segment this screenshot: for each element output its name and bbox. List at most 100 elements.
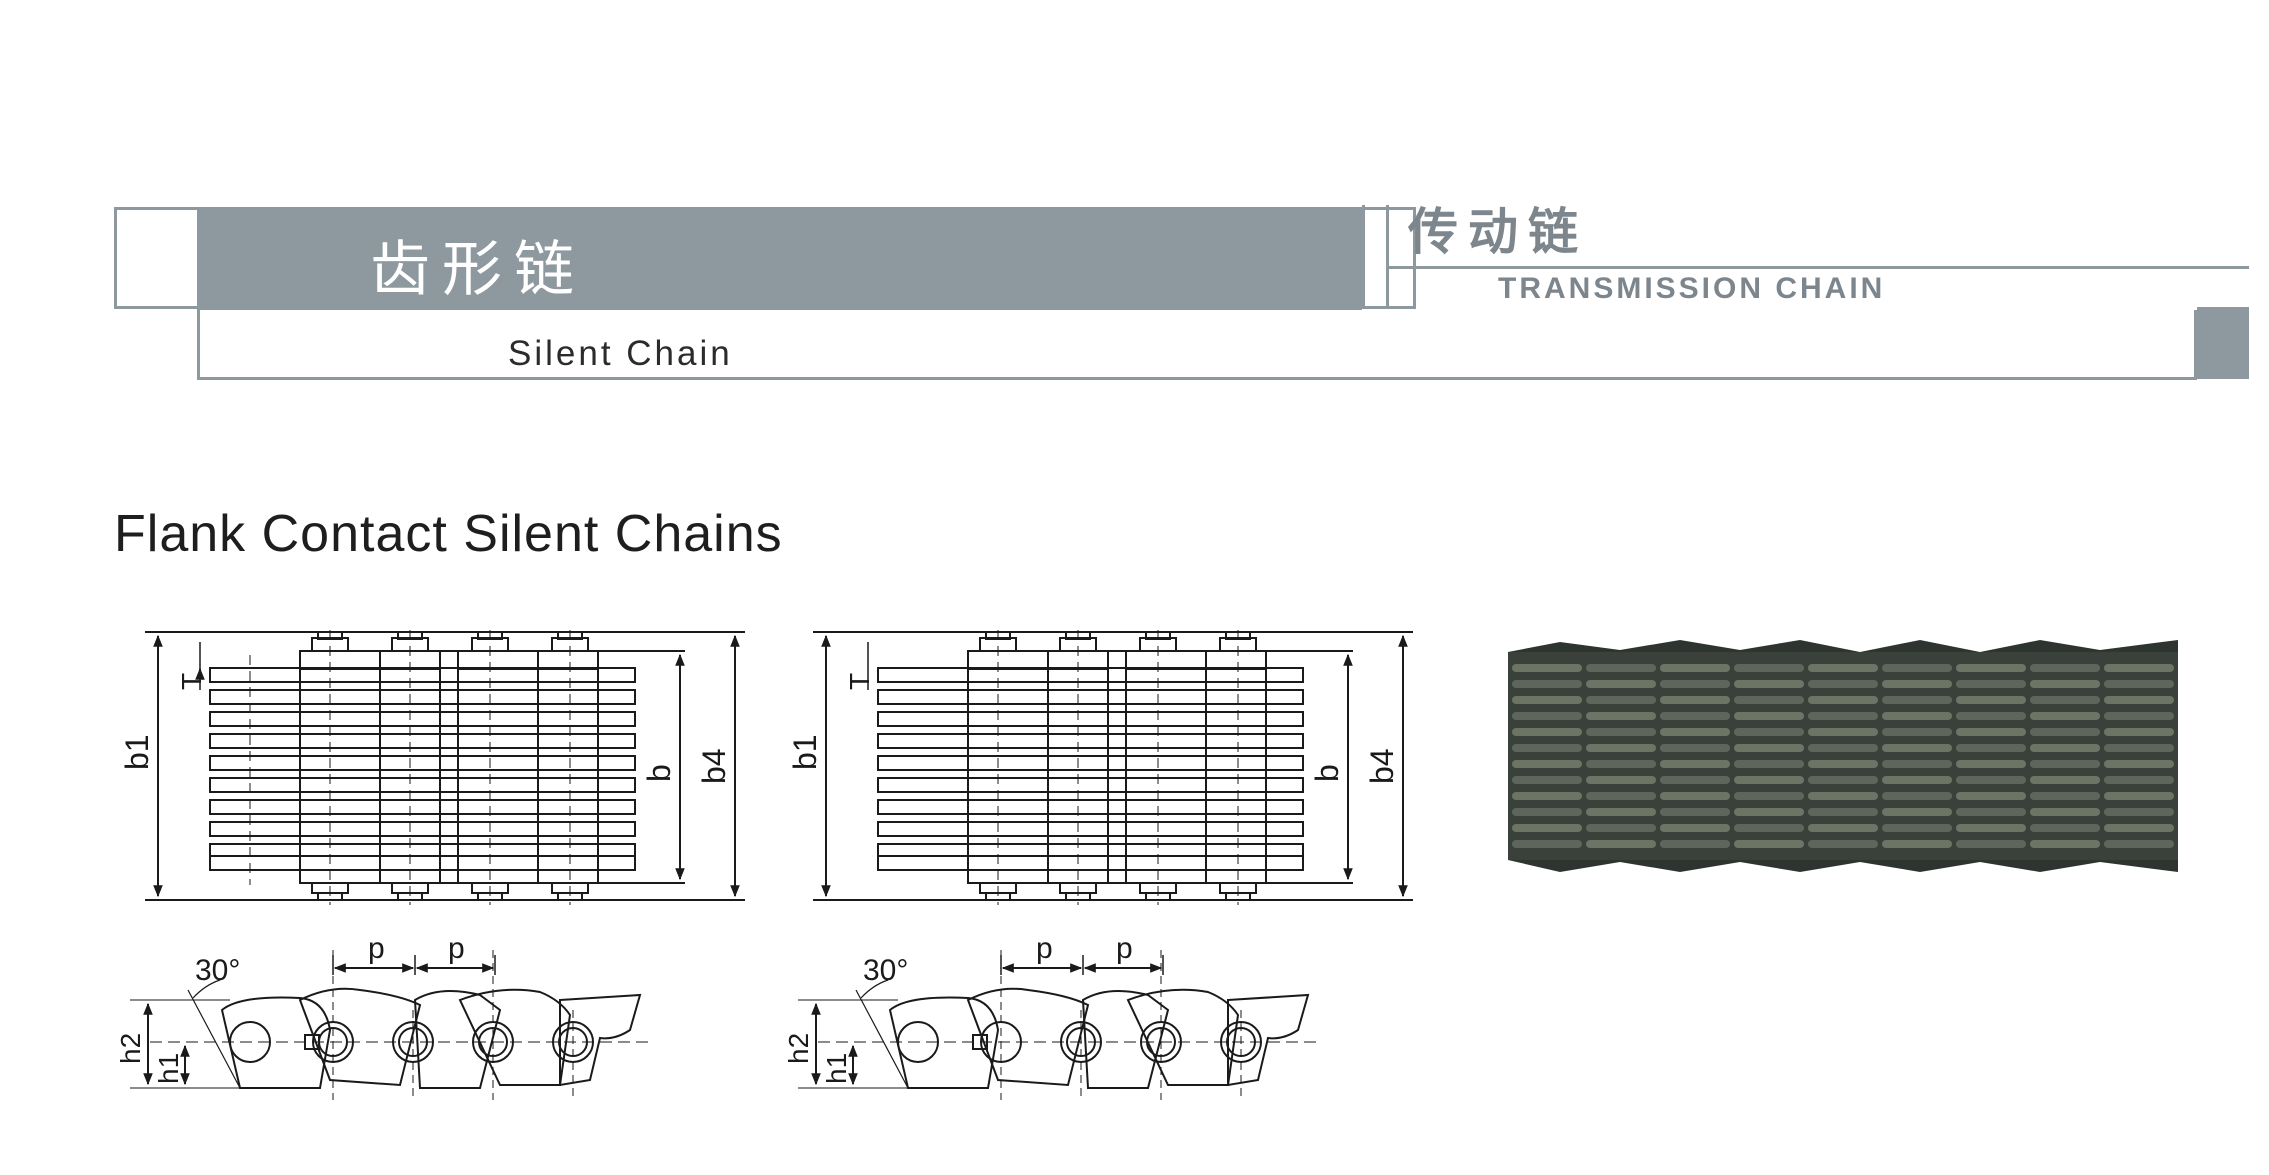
chain-plate [1734, 680, 1804, 688]
chain-plate [2104, 664, 2174, 672]
label-angle: 30° [195, 954, 240, 987]
chain-plate [1734, 776, 1804, 784]
chain-plate [2104, 824, 2174, 832]
chain-plate [2030, 680, 2100, 688]
label-b1: b1 [119, 734, 155, 770]
chain-plate [1734, 664, 1804, 672]
chain-plate [1808, 696, 1878, 704]
chain-plate [1734, 840, 1804, 848]
chain-plate [1808, 760, 1878, 768]
header-end-block [2197, 307, 2249, 379]
chain-plate [1586, 824, 1656, 832]
chain-plate [1808, 712, 1878, 720]
chain-plate [1660, 808, 1730, 816]
chain-plate [1512, 776, 1582, 784]
chain-plate [1734, 792, 1804, 800]
chain-plate [1882, 776, 1952, 784]
chain-plate [1660, 712, 1730, 720]
chain-plate [1734, 824, 1804, 832]
chain-plate [1734, 744, 1804, 752]
chain-plate [2030, 824, 2100, 832]
chain-plate [1660, 680, 1730, 688]
chain-plate [1882, 824, 1952, 832]
chain-plate [2030, 776, 2100, 784]
chain-plate [2030, 728, 2100, 736]
chain-plate [1956, 664, 2026, 672]
chain-plate [1956, 824, 2026, 832]
chain-plate [1956, 776, 2026, 784]
chain-plate [1734, 696, 1804, 704]
chain-plate [1512, 680, 1582, 688]
chain-plate [1660, 776, 1730, 784]
header-divider [1362, 205, 1365, 309]
chain-plate [2104, 840, 2174, 848]
chain-plate [1808, 680, 1878, 688]
chain-photo [1508, 640, 2178, 872]
chain-plate [2104, 680, 2174, 688]
label-angle: 30° [863, 954, 908, 987]
chain-plate [1808, 728, 1878, 736]
chain-plate [1512, 824, 1582, 832]
chain-plate [1956, 712, 2026, 720]
chain-plate [1808, 744, 1878, 752]
label-h1: h1 [821, 1053, 852, 1084]
chain-plate [1586, 744, 1656, 752]
chain-plate [1512, 712, 1582, 720]
chain-plate [1512, 728, 1582, 736]
top-view-drawing-2 [813, 630, 1413, 905]
label-p: p [1036, 932, 1053, 965]
chain-plate [1882, 808, 1952, 816]
label-h1: h1 [153, 1053, 184, 1084]
side-view-drawing-1 [130, 950, 650, 1100]
chain-plate [2030, 760, 2100, 768]
chain-plate [1956, 840, 2026, 848]
chain-plate [2104, 808, 2174, 816]
section-title: Flank Contact Silent Chains [114, 505, 783, 563]
category-title-cn: 传动链 [1408, 203, 1588, 261]
label-h2: h2 [783, 1033, 814, 1064]
chain-plate [1660, 664, 1730, 672]
chain-plate [2104, 712, 2174, 720]
page-title-en: Silent Chain [508, 334, 733, 373]
top-view-drawing-1 [145, 630, 745, 905]
chain-plate [1586, 808, 1656, 816]
chain-plate [2104, 792, 2174, 800]
header-rule [1386, 266, 2249, 269]
chain-plate [1512, 696, 1582, 704]
chain-plate [2104, 696, 2174, 704]
chain-plate [2030, 840, 2100, 848]
chain-plate [1808, 824, 1878, 832]
chain-plate [1882, 792, 1952, 800]
label-p: p [448, 932, 465, 965]
chain-plate [1882, 696, 1952, 704]
chain-plate [1734, 712, 1804, 720]
chain-plate [1882, 744, 1952, 752]
chain-plate [1586, 712, 1656, 720]
chain-plate [1512, 808, 1582, 816]
category-title-en: TRANSMISSION CHAIN [1498, 272, 1886, 305]
header-divider [1386, 205, 1389, 309]
chain-plate [1882, 664, 1952, 672]
chain-plate [2030, 808, 2100, 816]
label-b1: b1 [787, 734, 823, 770]
chain-plate [1512, 792, 1582, 800]
chain-plate [2030, 712, 2100, 720]
chain-plate [1512, 840, 1582, 848]
chain-plate [1586, 760, 1656, 768]
label-b: b [1309, 764, 1345, 782]
chain-plate [2030, 792, 2100, 800]
chain-plate [1660, 840, 1730, 848]
chain-plate [1660, 824, 1730, 832]
header-subtitle-bar [197, 310, 2197, 380]
chain-plate [1586, 840, 1656, 848]
chain-plate [1660, 760, 1730, 768]
chain-plate [2030, 744, 2100, 752]
chain-plate [1956, 744, 2026, 752]
chain-plate [1956, 696, 2026, 704]
chain-plate [1586, 792, 1656, 800]
chain-plate [1882, 728, 1952, 736]
chain-plate [2104, 760, 2174, 768]
label-t: T [844, 673, 875, 690]
chain-plate [1808, 808, 1878, 816]
chain-plate [1956, 808, 2026, 816]
